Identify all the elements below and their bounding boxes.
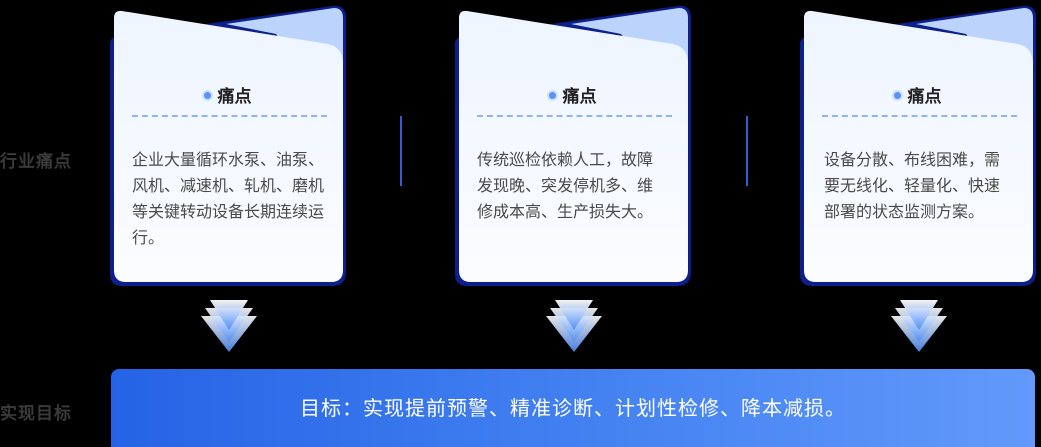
- card-background-shape: [110, 5, 346, 286]
- pain-point-card-3: 痛点 设备分散、布线困难，需要无线化、轻量化、快速部署的状态监测方案。: [796, 4, 1039, 288]
- card-title: 痛点: [796, 82, 1039, 107]
- card-background-shape: [800, 5, 1036, 286]
- card-background-shape: [455, 5, 691, 286]
- dashed-divider: [477, 115, 672, 117]
- card-separator: [746, 116, 748, 186]
- down-arrow-icon: [201, 300, 257, 352]
- card-body-text: 传统巡检依赖人工，故障发现晚、突发停机多、维修成本高、生产损失大。: [477, 150, 654, 221]
- bullet-dot-icon: [893, 91, 901, 99]
- card-body-text: 企业大量循环水泵、油泵、风机、减速机、轧机、磨机等关键转动设备长期连续运行。: [132, 150, 325, 247]
- down-arrow-icon: [546, 300, 602, 352]
- card-body-text: 设备分散、布线困难，需要无线化、轻量化、快速部署的状态监测方案。: [824, 150, 1001, 221]
- card-title: 痛点: [106, 82, 349, 107]
- card-title: 痛点: [451, 82, 694, 107]
- row-label-goal: 实现目标: [0, 404, 72, 424]
- pain-point-card-2: 痛点 传统巡检依赖人工，故障发现晚、突发停机多、维修成本高、生产损失大。: [451, 4, 694, 288]
- goal-banner: 目标：实现提前预警、精准诊断、计划性检修、降本减损。: [111, 369, 1035, 447]
- dashed-divider: [132, 115, 327, 117]
- card-separator: [400, 116, 402, 186]
- down-arrow-icon: [891, 300, 947, 352]
- bullet-dot-icon: [548, 91, 556, 99]
- goal-text: 目标：实现提前预警、精准诊断、计划性检修、降本减损。: [300, 396, 846, 420]
- bullet-dot-icon: [203, 91, 211, 99]
- pain-point-card-1: 痛点 企业大量循环水泵、油泵、风机、减速机、轧机、磨机等关键转动设备长期连续运行…: [106, 4, 349, 288]
- dashed-divider: [822, 115, 1017, 117]
- row-label-pain-points: 行业痛点: [0, 152, 72, 172]
